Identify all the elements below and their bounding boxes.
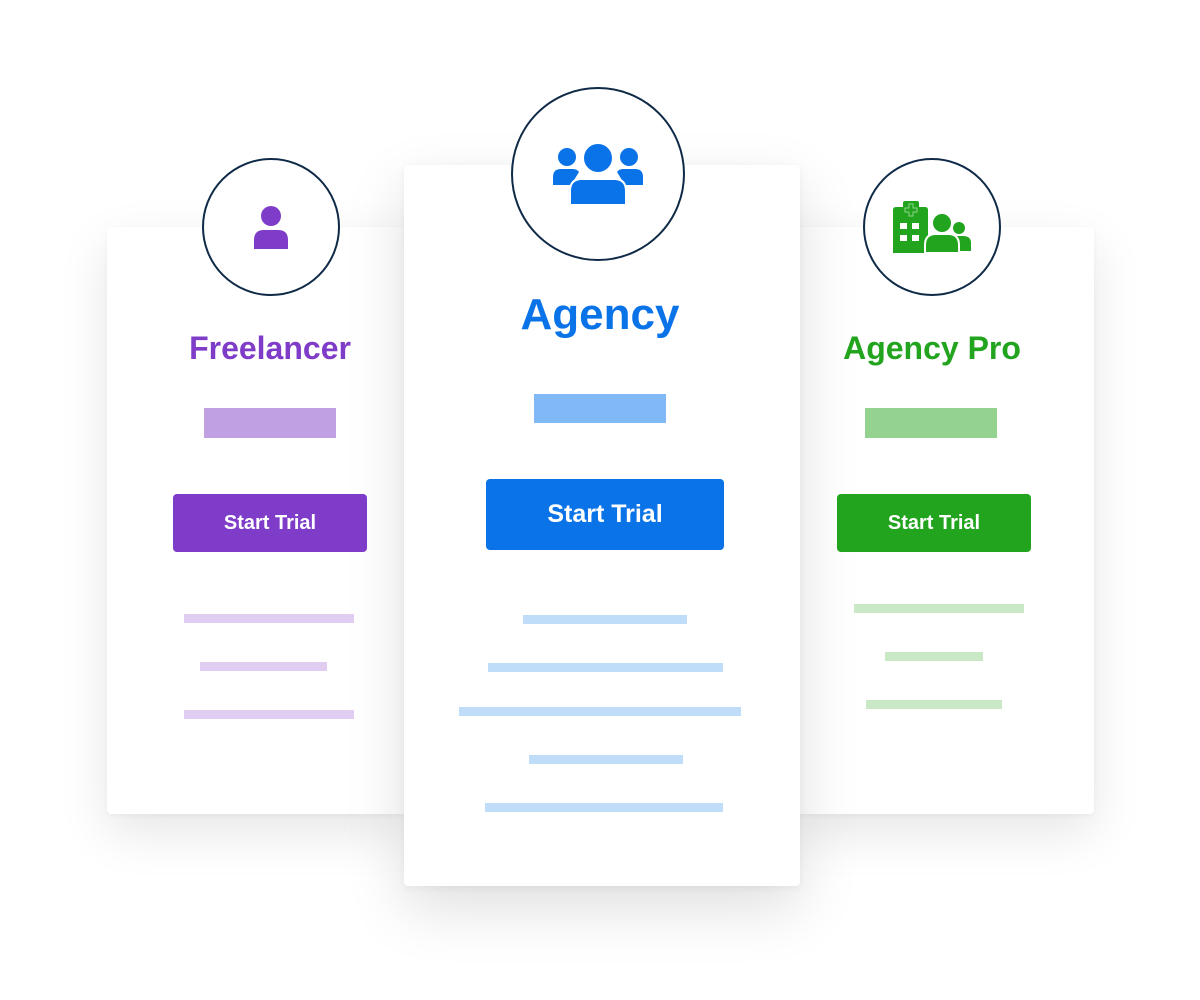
feature-line bbox=[200, 662, 327, 671]
feature-line bbox=[488, 663, 723, 672]
person-icon bbox=[254, 206, 288, 249]
plan-title-agency-pro: Agency Pro bbox=[843, 330, 1021, 366]
group-icon bbox=[553, 143, 643, 205]
start-trial-button-freelancer[interactable]: Start Trial bbox=[173, 494, 367, 552]
feature-line bbox=[866, 700, 1002, 709]
feature-line bbox=[459, 707, 741, 716]
plan-title-freelancer: Freelancer bbox=[189, 330, 351, 366]
plan-badge-freelancer bbox=[202, 158, 340, 296]
feature-line bbox=[184, 710, 354, 719]
feature-line bbox=[529, 755, 683, 764]
feature-line bbox=[184, 614, 354, 623]
feature-line bbox=[523, 615, 687, 624]
start-trial-button-agency[interactable]: Start Trial bbox=[486, 479, 724, 550]
plan-badge-agency-pro bbox=[863, 158, 1001, 296]
plan-badge-agency bbox=[511, 87, 685, 261]
feature-line bbox=[885, 652, 983, 661]
hospital-team-icon bbox=[893, 201, 971, 253]
plan-title-agency: Agency bbox=[520, 290, 680, 339]
feature-line bbox=[485, 803, 723, 812]
price-placeholder-agency bbox=[534, 394, 666, 423]
feature-line bbox=[854, 604, 1024, 613]
price-placeholder-agency-pro bbox=[865, 408, 997, 438]
price-placeholder-freelancer bbox=[204, 408, 336, 438]
start-trial-button-agency-pro[interactable]: Start Trial bbox=[837, 494, 1031, 552]
